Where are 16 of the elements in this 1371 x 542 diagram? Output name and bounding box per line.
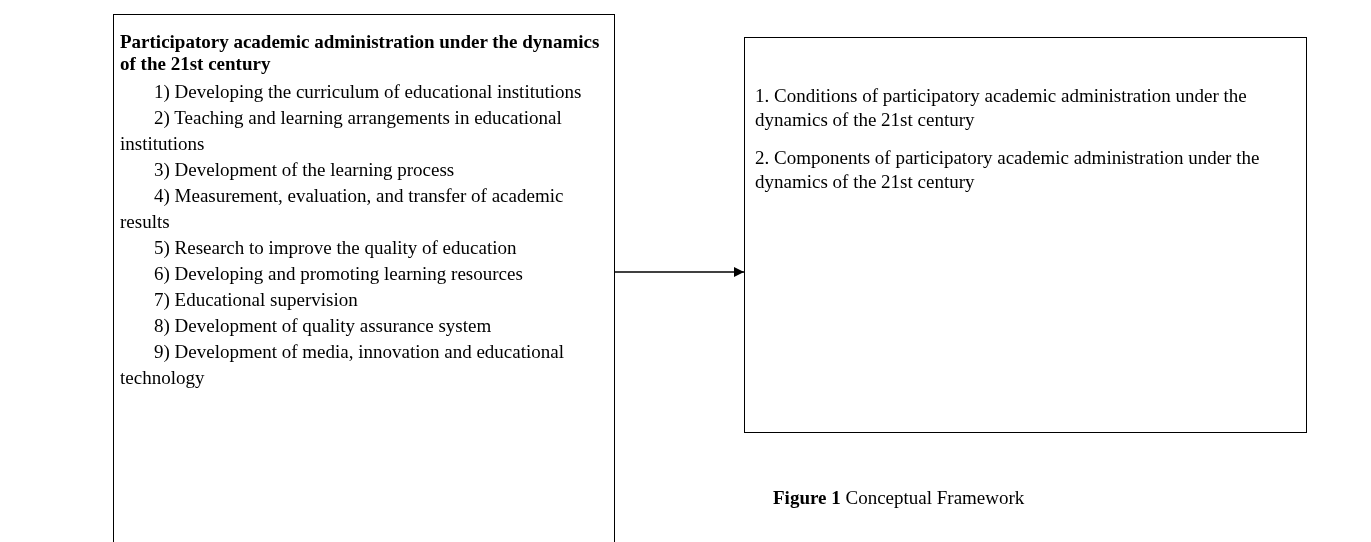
list-item: 1) Developing the curriculum of educational institutions (153, 80, 583, 104)
text-box (113, 14, 615, 542)
list-item: 1. Conditions of participatory academic administration under the dynamics of the 21st century (755, 84, 1248, 132)
list-item: 3) Development of the learning process (153, 158, 456, 182)
arrow (614, 266, 745, 278)
list-item: 5) Research to improve the quality of education (153, 236, 518, 260)
box-heading: Participatory academic administration under the dynamics of the 21st century (120, 31, 601, 75)
list-item: 8) Development of quality assurance system (153, 314, 493, 338)
list-item: 4) Measurement, evaluation, and transfer of academic results (120, 184, 565, 234)
text-box (744, 37, 1307, 433)
list-item: 9) Development of media, innovation and educational technology (120, 340, 565, 390)
list-item: 7) Educational supervision (153, 288, 359, 312)
figure-caption: Figure 1 Conceptual Framework (773, 486, 1025, 510)
list-item: 6) Developing and promoting learning resources (153, 262, 524, 286)
list-item: 2. Components of participatory academic administration under the dynamics of the 21st century (755, 146, 1261, 194)
list-item: 2) Teaching and learning arrangements in educational institutions (120, 106, 563, 156)
